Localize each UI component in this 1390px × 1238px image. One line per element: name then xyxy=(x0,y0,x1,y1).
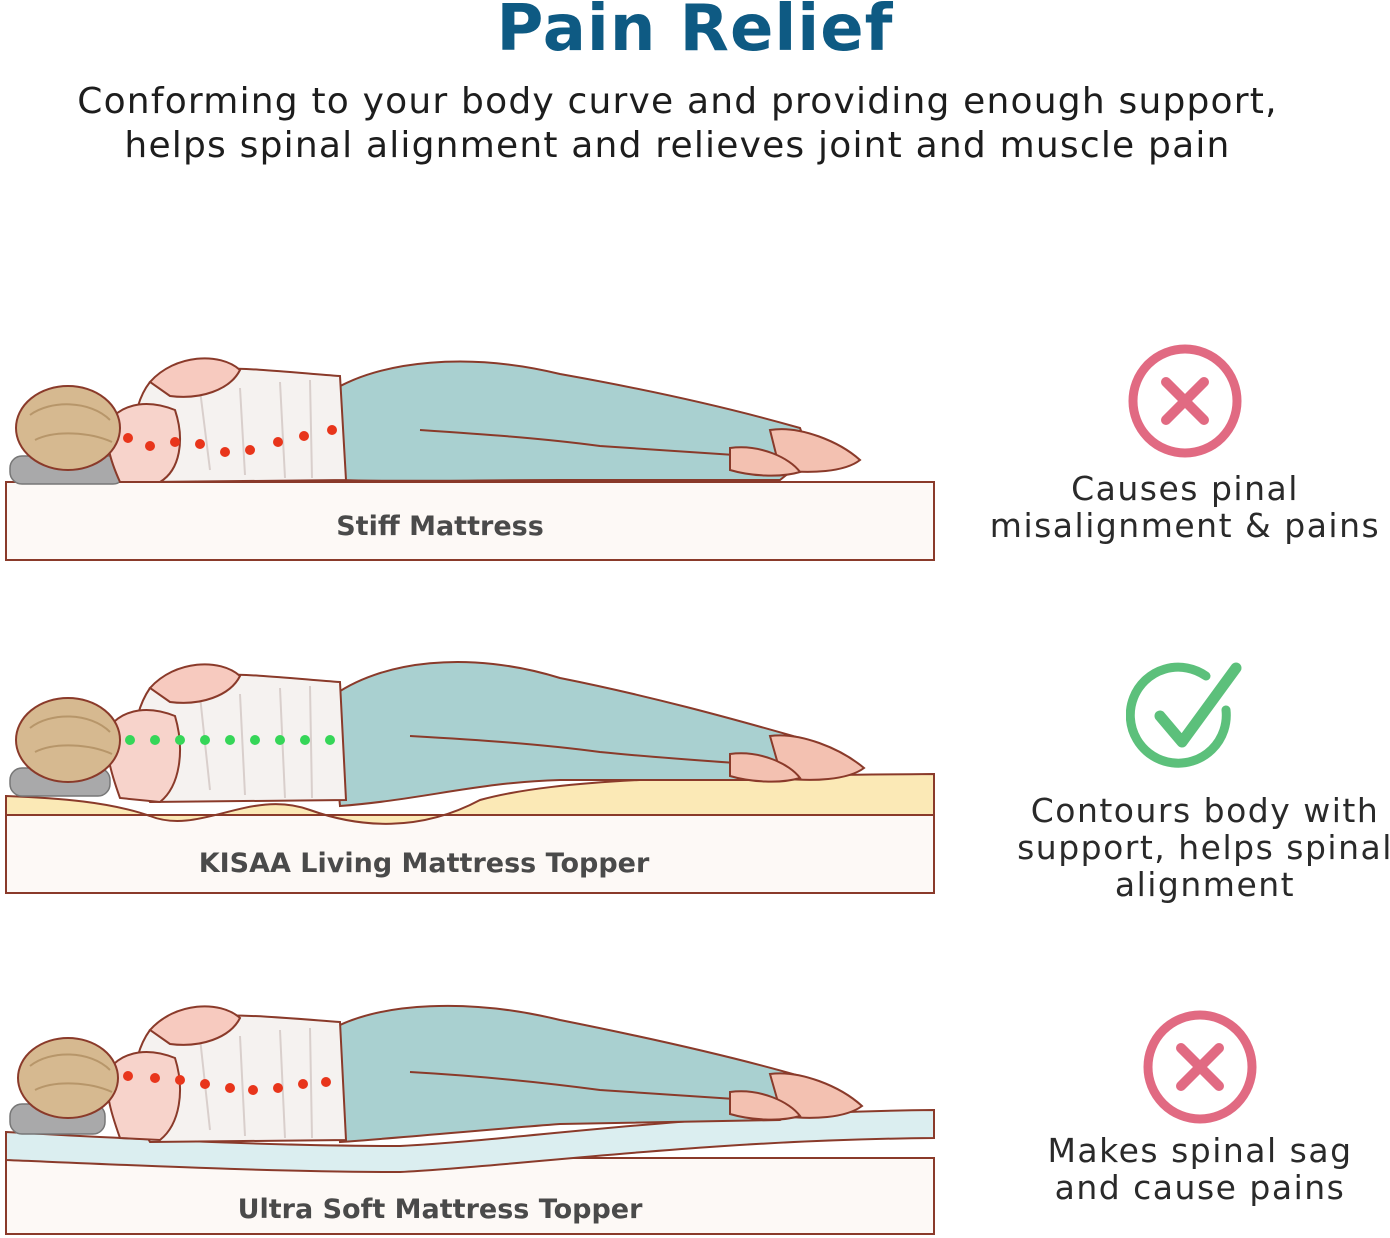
subtitle-line-1: Conforming to your body curve and provid… xyxy=(77,81,1278,122)
stiff-mattress-label: Stiff Mattress xyxy=(336,511,544,542)
sleeping-figure xyxy=(17,1004,864,1144)
verdict-line: Makes spinal sag xyxy=(1047,1131,1353,1170)
verdict-line: misalignment & pains xyxy=(989,506,1381,545)
stiff-mattress-block xyxy=(5,481,935,561)
stiff-mattress-illustration: Stiff Mattress xyxy=(5,357,935,561)
kisaa-topper-illustration: KISAA Living Mattress Topper xyxy=(5,661,935,894)
comparison-row-kisaa: KISAA Living Mattress Topper xyxy=(0,640,1390,903)
verdict-line: Contours body with xyxy=(1030,791,1380,830)
verdict-line: and cause pains xyxy=(1054,1168,1346,1207)
comparison-row-stiff: Stiff Mattress xyxy=(0,330,1390,570)
spine-dots-sagging xyxy=(123,1071,331,1095)
kisaa-verdict-text: Contours body with support, helps spinal… xyxy=(995,792,1390,903)
page-title: Pain Relief xyxy=(496,0,894,66)
check-circle-icon xyxy=(1126,662,1242,768)
verdict-line: support, helps spinal xyxy=(1017,828,1390,867)
base-mattress-block xyxy=(5,1157,935,1235)
sleeping-figure xyxy=(15,661,866,808)
verdict-line: alignment xyxy=(1114,865,1296,904)
soft-foam-layer xyxy=(5,1108,935,1174)
comparison-row-ultra-soft: Ultra Soft Mattress Topper xyxy=(0,990,1390,1238)
spine-dots-aligned xyxy=(125,735,335,745)
subtitle-line-2: helps spinal alignment and relieves join… xyxy=(124,125,1231,166)
cross-circle-icon xyxy=(1143,1010,1257,1124)
subtitle: Conforming to your body curve and provid… xyxy=(0,80,1355,168)
ultra-soft-verdict-text: Makes spinal sag and cause pains xyxy=(990,1132,1390,1206)
base-mattress-block xyxy=(5,814,935,894)
ultra-soft-topper-illustration: Ultra Soft Mattress Topper xyxy=(5,1004,935,1235)
kisaa-topper-label: KISAA Living Mattress Topper xyxy=(199,848,650,879)
ultra-soft-topper-label: Ultra Soft Mattress Topper xyxy=(238,1194,643,1225)
stiff-verdict-text: Causes pinal misalignment & pains xyxy=(975,470,1390,544)
verdict-line: Causes pinal xyxy=(1071,469,1299,508)
spine-dots-misaligned xyxy=(123,425,337,457)
sleeping-figure xyxy=(15,357,862,484)
cross-circle-icon xyxy=(1128,344,1242,458)
